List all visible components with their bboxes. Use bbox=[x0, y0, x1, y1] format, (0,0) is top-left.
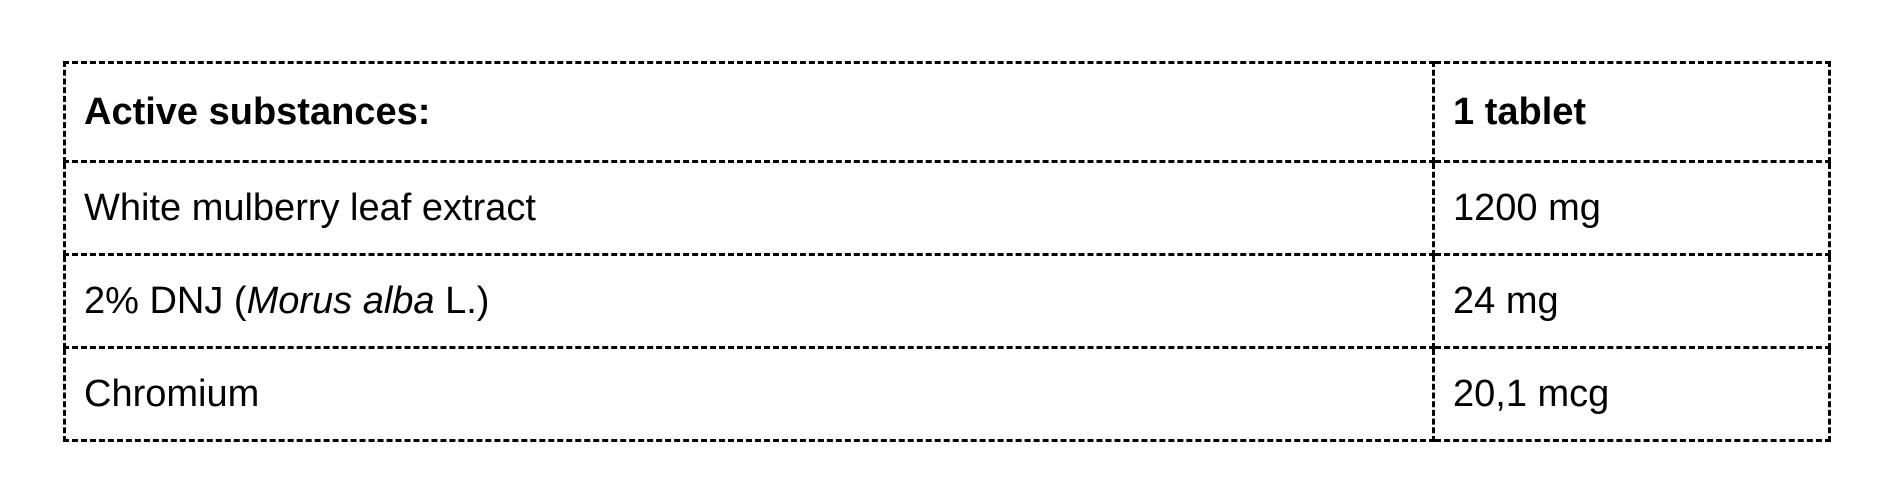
name-prefix: 2% DNJ ( bbox=[84, 279, 247, 322]
header-active-substances: Active substances: bbox=[63, 61, 1435, 163]
substance-name: Chromium bbox=[63, 346, 1435, 442]
substance-name: White mulberry leaf extract bbox=[63, 160, 1435, 256]
substance-amount: 20,1 mcg bbox=[1432, 346, 1831, 442]
table-header-row: Active substances: 1 tablet bbox=[63, 61, 1831, 163]
name-suffix: L.) bbox=[434, 279, 490, 322]
table-row: 2% DNJ (Morus alba L.) 24 mg bbox=[63, 253, 1831, 349]
substance-amount: 24 mg bbox=[1432, 253, 1831, 349]
ingredients-table: Active substances: 1 tablet White mulber… bbox=[63, 61, 1831, 442]
header-per-tablet: 1 tablet bbox=[1432, 61, 1831, 163]
substance-amount: 1200 mg bbox=[1432, 160, 1831, 256]
table-row: White mulberry leaf extract 1200 mg bbox=[63, 160, 1831, 256]
latin-name: Morus alba bbox=[246, 279, 435, 322]
table-row: Chromium 20,1 mcg bbox=[63, 346, 1831, 442]
substance-name: 2% DNJ (Morus alba L.) bbox=[63, 253, 1435, 349]
